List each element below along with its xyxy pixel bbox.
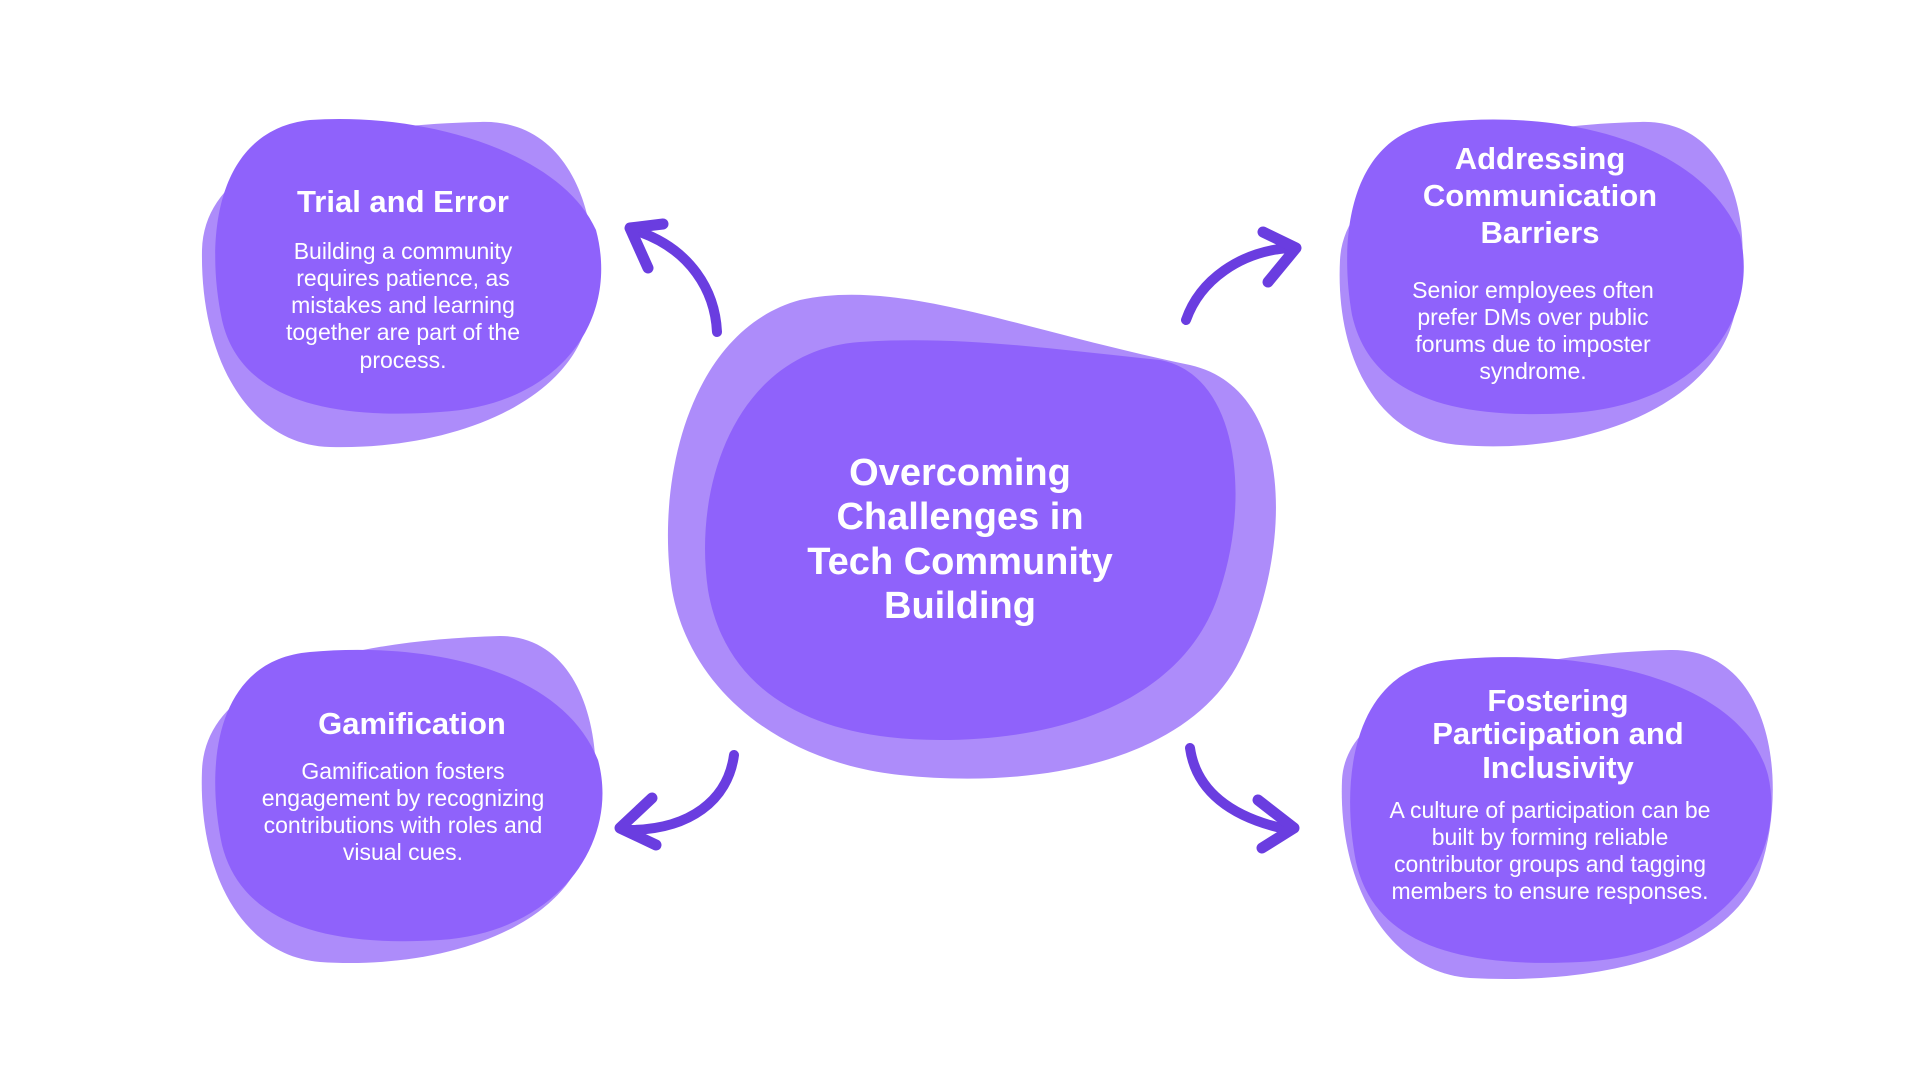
arrow-to-fostering-participation — [1185, 743, 1300, 854]
node-description: Senior employees often prefer DMs over p… — [1412, 277, 1654, 385]
node-description: A culture of participation can be built … — [1389, 797, 1711, 905]
arrow-head — [614, 792, 662, 851]
arrow-head — [1257, 226, 1302, 288]
arrow-to-gamification — [614, 750, 739, 851]
node-description: Gamification fosters engagement by recog… — [261, 758, 545, 866]
blob-center — [667, 294, 1276, 779]
node-title: Addressing Communication Barriers — [1422, 141, 1658, 251]
blob-communication-barriers — [1339, 119, 1744, 447]
arrow-head — [624, 218, 669, 274]
blob-front-shape — [1350, 657, 1772, 963]
arrow-shaft — [1181, 243, 1293, 325]
center-title: Overcoming Challenges in Tech Community … — [807, 452, 1113, 628]
node-title: Fostering Participation and Inclusivity — [1432, 683, 1684, 785]
node-title: Trial and Error — [297, 184, 509, 219]
node-title: Gamification — [318, 706, 506, 741]
arrow-to-communication-barriers — [1181, 226, 1302, 325]
node-description: Building a community requires patience, … — [286, 238, 520, 373]
blob-fostering-participation — [1341, 649, 1773, 979]
arrow-shaft — [1185, 743, 1295, 835]
arrow-head — [1252, 794, 1300, 854]
arrow-shaft — [623, 750, 739, 835]
blob-gamification — [201, 636, 603, 964]
blob-front-shape — [215, 118, 602, 414]
blob-front-shape — [215, 649, 603, 942]
arrow-to-trial-and-error — [624, 218, 722, 337]
blob-trial-and-error — [201, 118, 602, 448]
blob-front-shape — [1347, 119, 1744, 415]
arrow-shaft — [635, 227, 722, 337]
blob-front-shape — [705, 340, 1236, 740]
